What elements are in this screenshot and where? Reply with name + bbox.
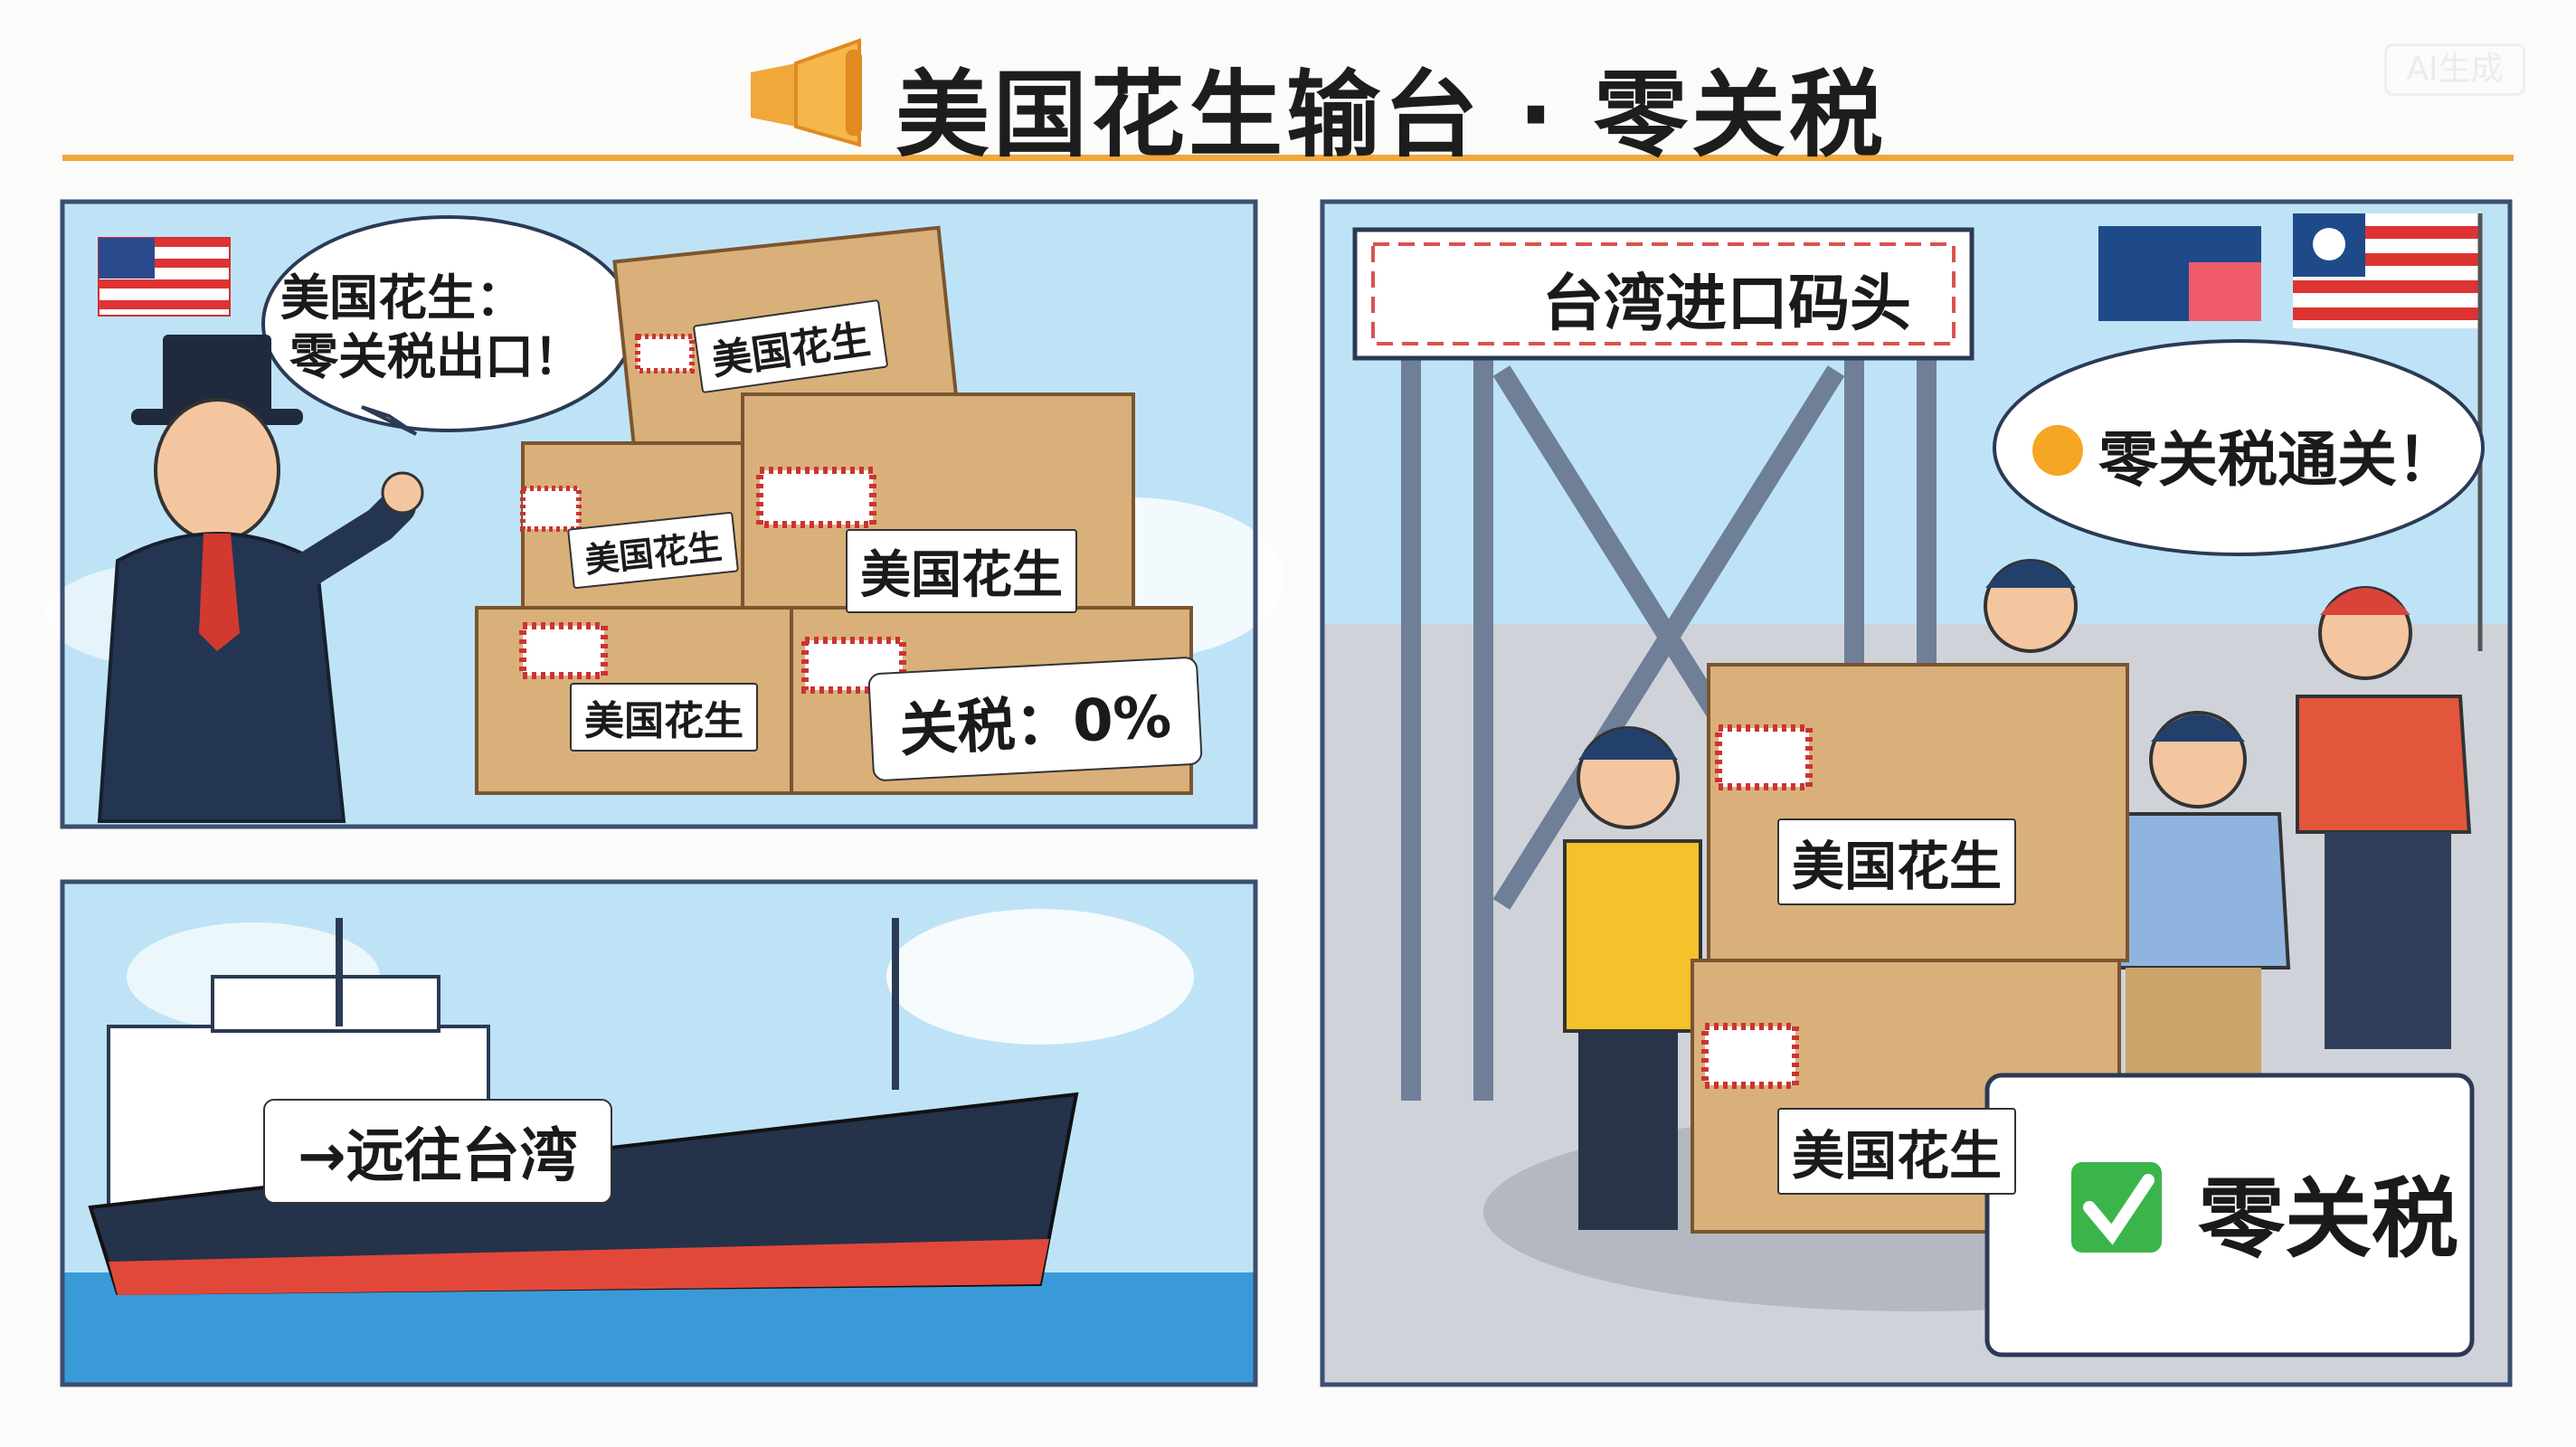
megaphone-icon	[751, 38, 862, 147]
bubble-text: 零关税通关！	[2098, 425, 2457, 495]
panel-2	[60, 879, 1258, 1387]
dock-workers	[1563, 559, 2472, 1230]
destination-sign: →远往台湾	[263, 1099, 612, 1204]
box-label: 美国花生	[1777, 818, 2017, 905]
us-flag-icon	[98, 237, 231, 317]
businessman	[97, 335, 424, 823]
box-label: 美国花生	[570, 683, 758, 752]
speech-bubble	[1993, 339, 2485, 556]
bubble-line-1: 美国花生：	[280, 270, 525, 326]
zero-tariff-stamp-text: 零关税	[2198, 1168, 2458, 1270]
page-title: 美国花生输台 · 零关税	[895, 60, 1887, 170]
box-label: 美国花生	[1777, 1108, 2017, 1195]
dock-sign-board	[1352, 227, 1975, 361]
arrow-right-icon: →	[298, 1123, 346, 1190]
box-label: 美国花生	[846, 529, 1077, 613]
tariff-tag: 关税：0%	[867, 656, 1203, 782]
panel-3	[1320, 199, 2513, 1387]
dock-sign-text: 台湾进口码头	[1542, 269, 1912, 340]
bubble-line-2: 零关税出口！	[289, 328, 582, 385]
title-underline	[62, 155, 2514, 161]
ai-generated-watermark: AI生成	[2384, 43, 2525, 96]
box-flag-icons	[519, 334, 906, 694]
destination-text: 远往台湾	[346, 1123, 578, 1190]
zero-tariff-stamp	[1984, 1073, 2475, 1357]
